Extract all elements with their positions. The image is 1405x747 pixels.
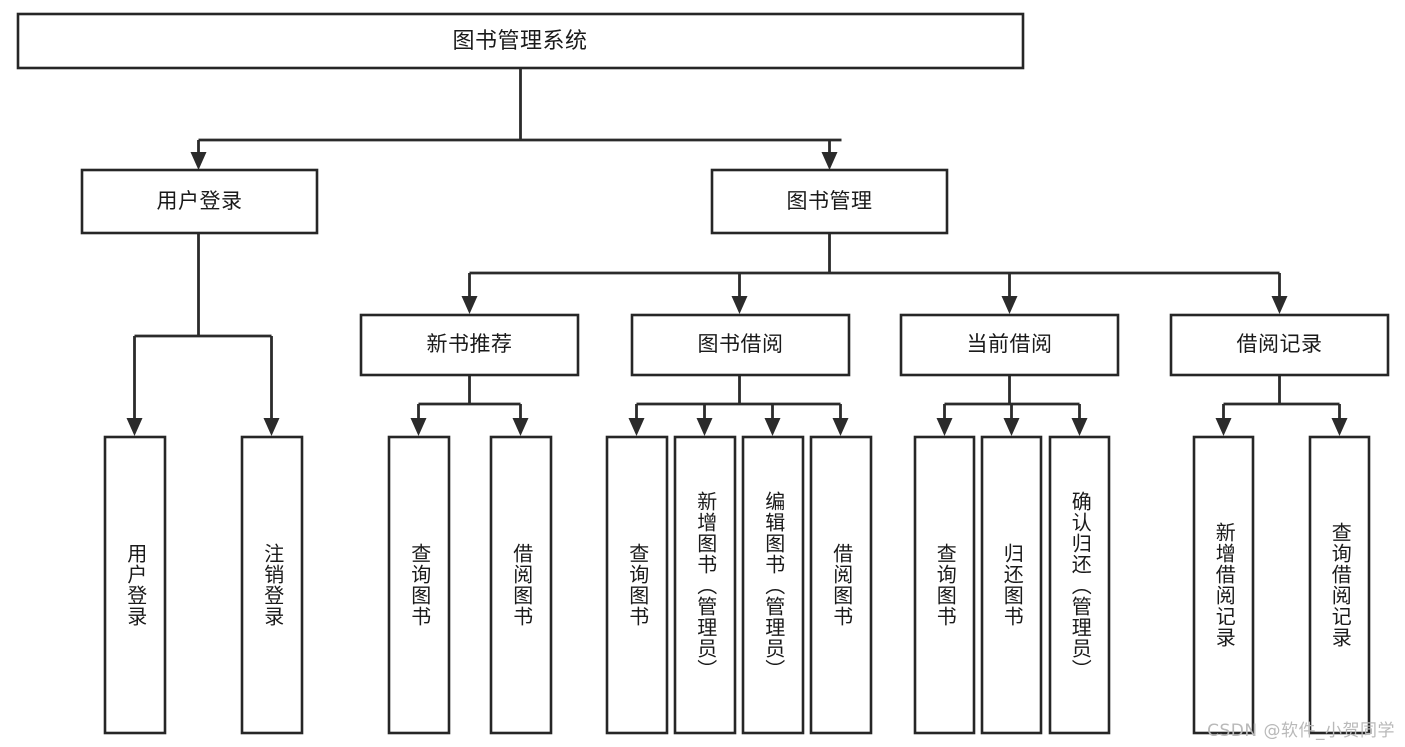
- arrowhead-currentborrow-leaf3: [1071, 418, 1088, 436]
- connector-root-to-level2: [190, 68, 842, 170]
- arrowhead-newbook-leaf2: [512, 418, 529, 436]
- arrowhead-newbook-leaf1: [410, 418, 427, 436]
- connector-bookmgmt-to-level3: [461, 234, 1288, 314]
- arrowhead-leaf-user-login: [126, 418, 143, 436]
- leaf-box-add-borrow-record[interactable]: [1192, 435, 1255, 735]
- node-borrow-record-box: [1169, 313, 1390, 377]
- node-current-borrow-label: 当前借阅: [967, 332, 1053, 356]
- arrowhead-bookborrow-leaf2: [696, 418, 713, 436]
- arrowhead-currentborrow-leaf2: [1003, 418, 1020, 436]
- node-book-borrow[interactable]: 图书借阅: [630, 313, 851, 377]
- arrowhead-borrowrecord-leaf1: [1215, 418, 1232, 436]
- arrowhead-borrowrecord: [1271, 296, 1288, 314]
- connector-currentborrow-to-leaves: [936, 376, 1088, 436]
- leaf-box-borrow-book-2[interactable]: [809, 435, 873, 735]
- node-current-borrow[interactable]: 当前借阅: [899, 313, 1120, 377]
- leaf-box-edit-book-admin[interactable]: [741, 435, 805, 735]
- node-root-box: [16, 12, 1025, 70]
- node-new-book-recommend-box: [359, 313, 580, 377]
- watermark-text: CSDN @软件_小贺同学: [1207, 721, 1395, 741]
- node-borrow-record-label: 借阅记录: [1237, 332, 1323, 356]
- arrowhead-bookborrow-leaf1: [628, 418, 645, 436]
- arrowhead-newbook: [461, 296, 478, 314]
- node-root-system[interactable]: 图书管理系统: [16, 12, 1025, 70]
- node-book-management-box: [710, 168, 949, 235]
- leaf-box-return-book[interactable]: [980, 435, 1043, 735]
- connector-userlogin-to-leaves: [126, 234, 280, 436]
- arrowhead-user-login: [190, 152, 207, 170]
- leaf-box-query-book-1[interactable]: [387, 435, 451, 735]
- node-book-borrow-label: 图书借阅: [698, 332, 784, 356]
- arrowhead-currentborrow-leaf1: [936, 418, 953, 436]
- arrowhead-currentborrow: [1001, 296, 1018, 314]
- node-borrow-record[interactable]: 借阅记录: [1169, 313, 1390, 377]
- arrowhead-bookborrow-leaf3: [764, 418, 781, 436]
- leaf-box-query-borrow-record[interactable]: [1308, 435, 1371, 735]
- arrowhead-leaf-logout: [263, 418, 280, 436]
- arrowhead-book-mgmt: [821, 152, 838, 170]
- node-current-borrow-box: [899, 313, 1120, 377]
- leaf-box-borrow-book-1[interactable]: [489, 435, 553, 735]
- connector-newbook-to-leaves: [410, 376, 529, 436]
- arrowhead-borrowrecord-leaf2: [1331, 418, 1348, 436]
- leaf-box-query-book-3[interactable]: [913, 435, 976, 735]
- node-book-management-label: 图书管理: [787, 189, 873, 213]
- node-new-book-recommend[interactable]: 新书推荐: [359, 313, 580, 377]
- node-book-borrow-box: [630, 313, 851, 377]
- connector-bookborrow-to-leaves: [628, 376, 849, 436]
- node-book-management[interactable]: 图书管理: [710, 168, 949, 235]
- arrowhead-bookborrow: [731, 296, 748, 314]
- leaf-box-user-login[interactable]: [103, 435, 167, 735]
- leaf-box-add-book-admin[interactable]: [673, 435, 737, 735]
- node-root-label: 图书管理系统: [452, 29, 587, 54]
- node-user-login-box: [80, 168, 319, 235]
- arrowhead-bookborrow-leaf4: [832, 418, 849, 436]
- leaf-box-confirm-return-admin[interactable]: [1048, 435, 1111, 735]
- node-user-login[interactable]: 用户登录: [80, 168, 319, 235]
- connector-borrowrecord-to-leaves: [1215, 376, 1348, 436]
- leaf-box-logout[interactable]: [240, 435, 304, 735]
- node-user-login-label: 用户登录: [157, 189, 243, 213]
- leaf-box-query-book-2[interactable]: [605, 435, 669, 735]
- node-new-book-recommend-label: 新书推荐: [427, 332, 513, 356]
